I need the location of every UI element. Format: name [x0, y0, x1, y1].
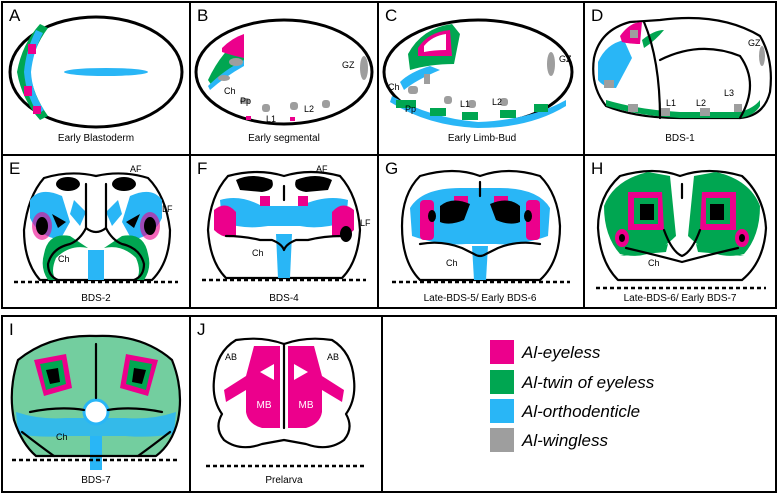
- panel-j-letter: J: [197, 320, 206, 339]
- panel-b-label-l1: L1: [266, 114, 276, 124]
- panel-c: C GZ Ch Pp L1 L2 Early Limb-Bud: [378, 2, 584, 155]
- panel-d-label-l2: L2: [696, 98, 706, 108]
- panel-d-label-gz: GZ: [748, 38, 761, 48]
- panel-f-letter: F: [197, 159, 207, 178]
- legend-item-orthodenticle: Al-orthodenticle: [490, 399, 640, 423]
- panel-f: F AF LF Ch BDS-4: [190, 155, 378, 308]
- panel-e-letter: E: [9, 159, 20, 178]
- panel-c-label-gz: GZ: [559, 54, 572, 64]
- legend-label-orthodenticle: Al-orthodenticle: [521, 402, 640, 421]
- panel-f-label-ch: Ch: [252, 248, 264, 258]
- panel-d: D GZ L1 L2 L3 BDS-1: [584, 2, 776, 155]
- panel-c-label-l2: L2: [492, 97, 502, 107]
- panel-e-label-af: AF: [130, 164, 142, 174]
- panel-d-caption: BDS-1: [665, 133, 695, 144]
- panel-e-caption: BDS-2: [81, 293, 111, 304]
- panel-a-caption: Early Blastoderm: [58, 133, 134, 144]
- panel-e-label-lf: LF: [162, 204, 173, 214]
- panel-j-label-ab-right: AB: [327, 352, 339, 362]
- legend-swatch-twin-of-eyeless: [490, 370, 514, 394]
- panel-g-expression: [410, 188, 550, 280]
- panel-h-label-ch: Ch: [648, 258, 660, 268]
- panel-f-label-lf: LF: [360, 218, 371, 228]
- legend-item-twin-of-eyeless: Al-twin of eyeless: [490, 370, 655, 394]
- panel-c-label-ch: Ch: [388, 82, 400, 92]
- panel-b-caption: Early segmental: [248, 133, 320, 144]
- panel-h: H Ch Late-BDS-6/ Early BDS-7: [584, 155, 776, 308]
- panel-e-expression: [30, 177, 162, 280]
- legend-label-eyeless: Al-eyeless: [521, 343, 601, 362]
- panel-f-caption: BDS-4: [269, 293, 299, 304]
- panel-c-label-pp: Pp: [405, 104, 416, 114]
- panel-b-label-pp: Pp: [240, 96, 251, 106]
- panel-e-label-ch: Ch: [58, 254, 70, 264]
- panel-g-letter: G: [385, 159, 398, 178]
- panel-b-letter: B: [197, 6, 208, 25]
- panel-d-label-l1: L1: [666, 98, 676, 108]
- panel-j-label-mb-left: MB: [257, 400, 272, 411]
- legend-swatch-orthodenticle: [490, 399, 514, 423]
- panel-h-caption: Late-BDS-6/ Early BDS-7: [624, 293, 737, 304]
- panel-j-label-ab-left: AB: [225, 352, 237, 362]
- panel-a: A Early Blastoderm: [2, 2, 190, 155]
- panel-i: I Ch BDS-7: [2, 316, 190, 492]
- panel-i-label-ch: Ch: [56, 432, 68, 442]
- legend-item-wingless: Al-wingless: [490, 428, 608, 452]
- panel-c-caption: Early Limb-Bud: [448, 133, 516, 144]
- panel-j-caption: Prelarva: [265, 475, 303, 486]
- panel-d-letter: D: [591, 6, 603, 25]
- panel-f-label-af: AF: [316, 164, 328, 174]
- legend-label-wingless: Al-wingless: [521, 431, 608, 450]
- panel-i-letter: I: [9, 320, 14, 339]
- panel-g-caption: Late-BDS-5/ Early BDS-6: [424, 293, 537, 304]
- panel-a-letter: A: [9, 6, 21, 25]
- panel-j: J AB AB MB MB Prelarva: [190, 316, 382, 492]
- panel-b-label-ch: Ch: [224, 86, 236, 96]
- panel-d-label-l3: L3: [724, 88, 734, 98]
- panel-c-letter: C: [385, 6, 397, 25]
- legend-item-eyeless: Al-eyeless: [490, 340, 601, 364]
- panel-b: B GZ Ch Pp L1 L2 Early segmental: [190, 2, 378, 155]
- legend: Al-eyeless Al-twin of eyeless Al-orthode…: [382, 316, 776, 492]
- panel-g-label-ch: Ch: [446, 258, 458, 268]
- legend-label-twin-of-eyeless: Al-twin of eyeless: [521, 373, 655, 392]
- panel-b-label-gz: GZ: [342, 60, 355, 70]
- panel-j-label-mb-right: MB: [299, 400, 314, 411]
- panel-b-label-l2: L2: [304, 104, 314, 114]
- panel-i-caption: BDS-7: [81, 475, 111, 486]
- panel-g: G Ch Late-BDS-5/ Early BDS-6: [378, 155, 584, 308]
- panel-c-label-l1: L1: [460, 99, 470, 109]
- panel-e: E AF LF Ch BDS-2: [2, 155, 190, 308]
- panel-d-expression: [598, 22, 765, 118]
- panel-h-letter: H: [591, 159, 603, 178]
- legend-swatch-eyeless: [490, 340, 514, 364]
- legend-swatch-wingless: [490, 428, 514, 452]
